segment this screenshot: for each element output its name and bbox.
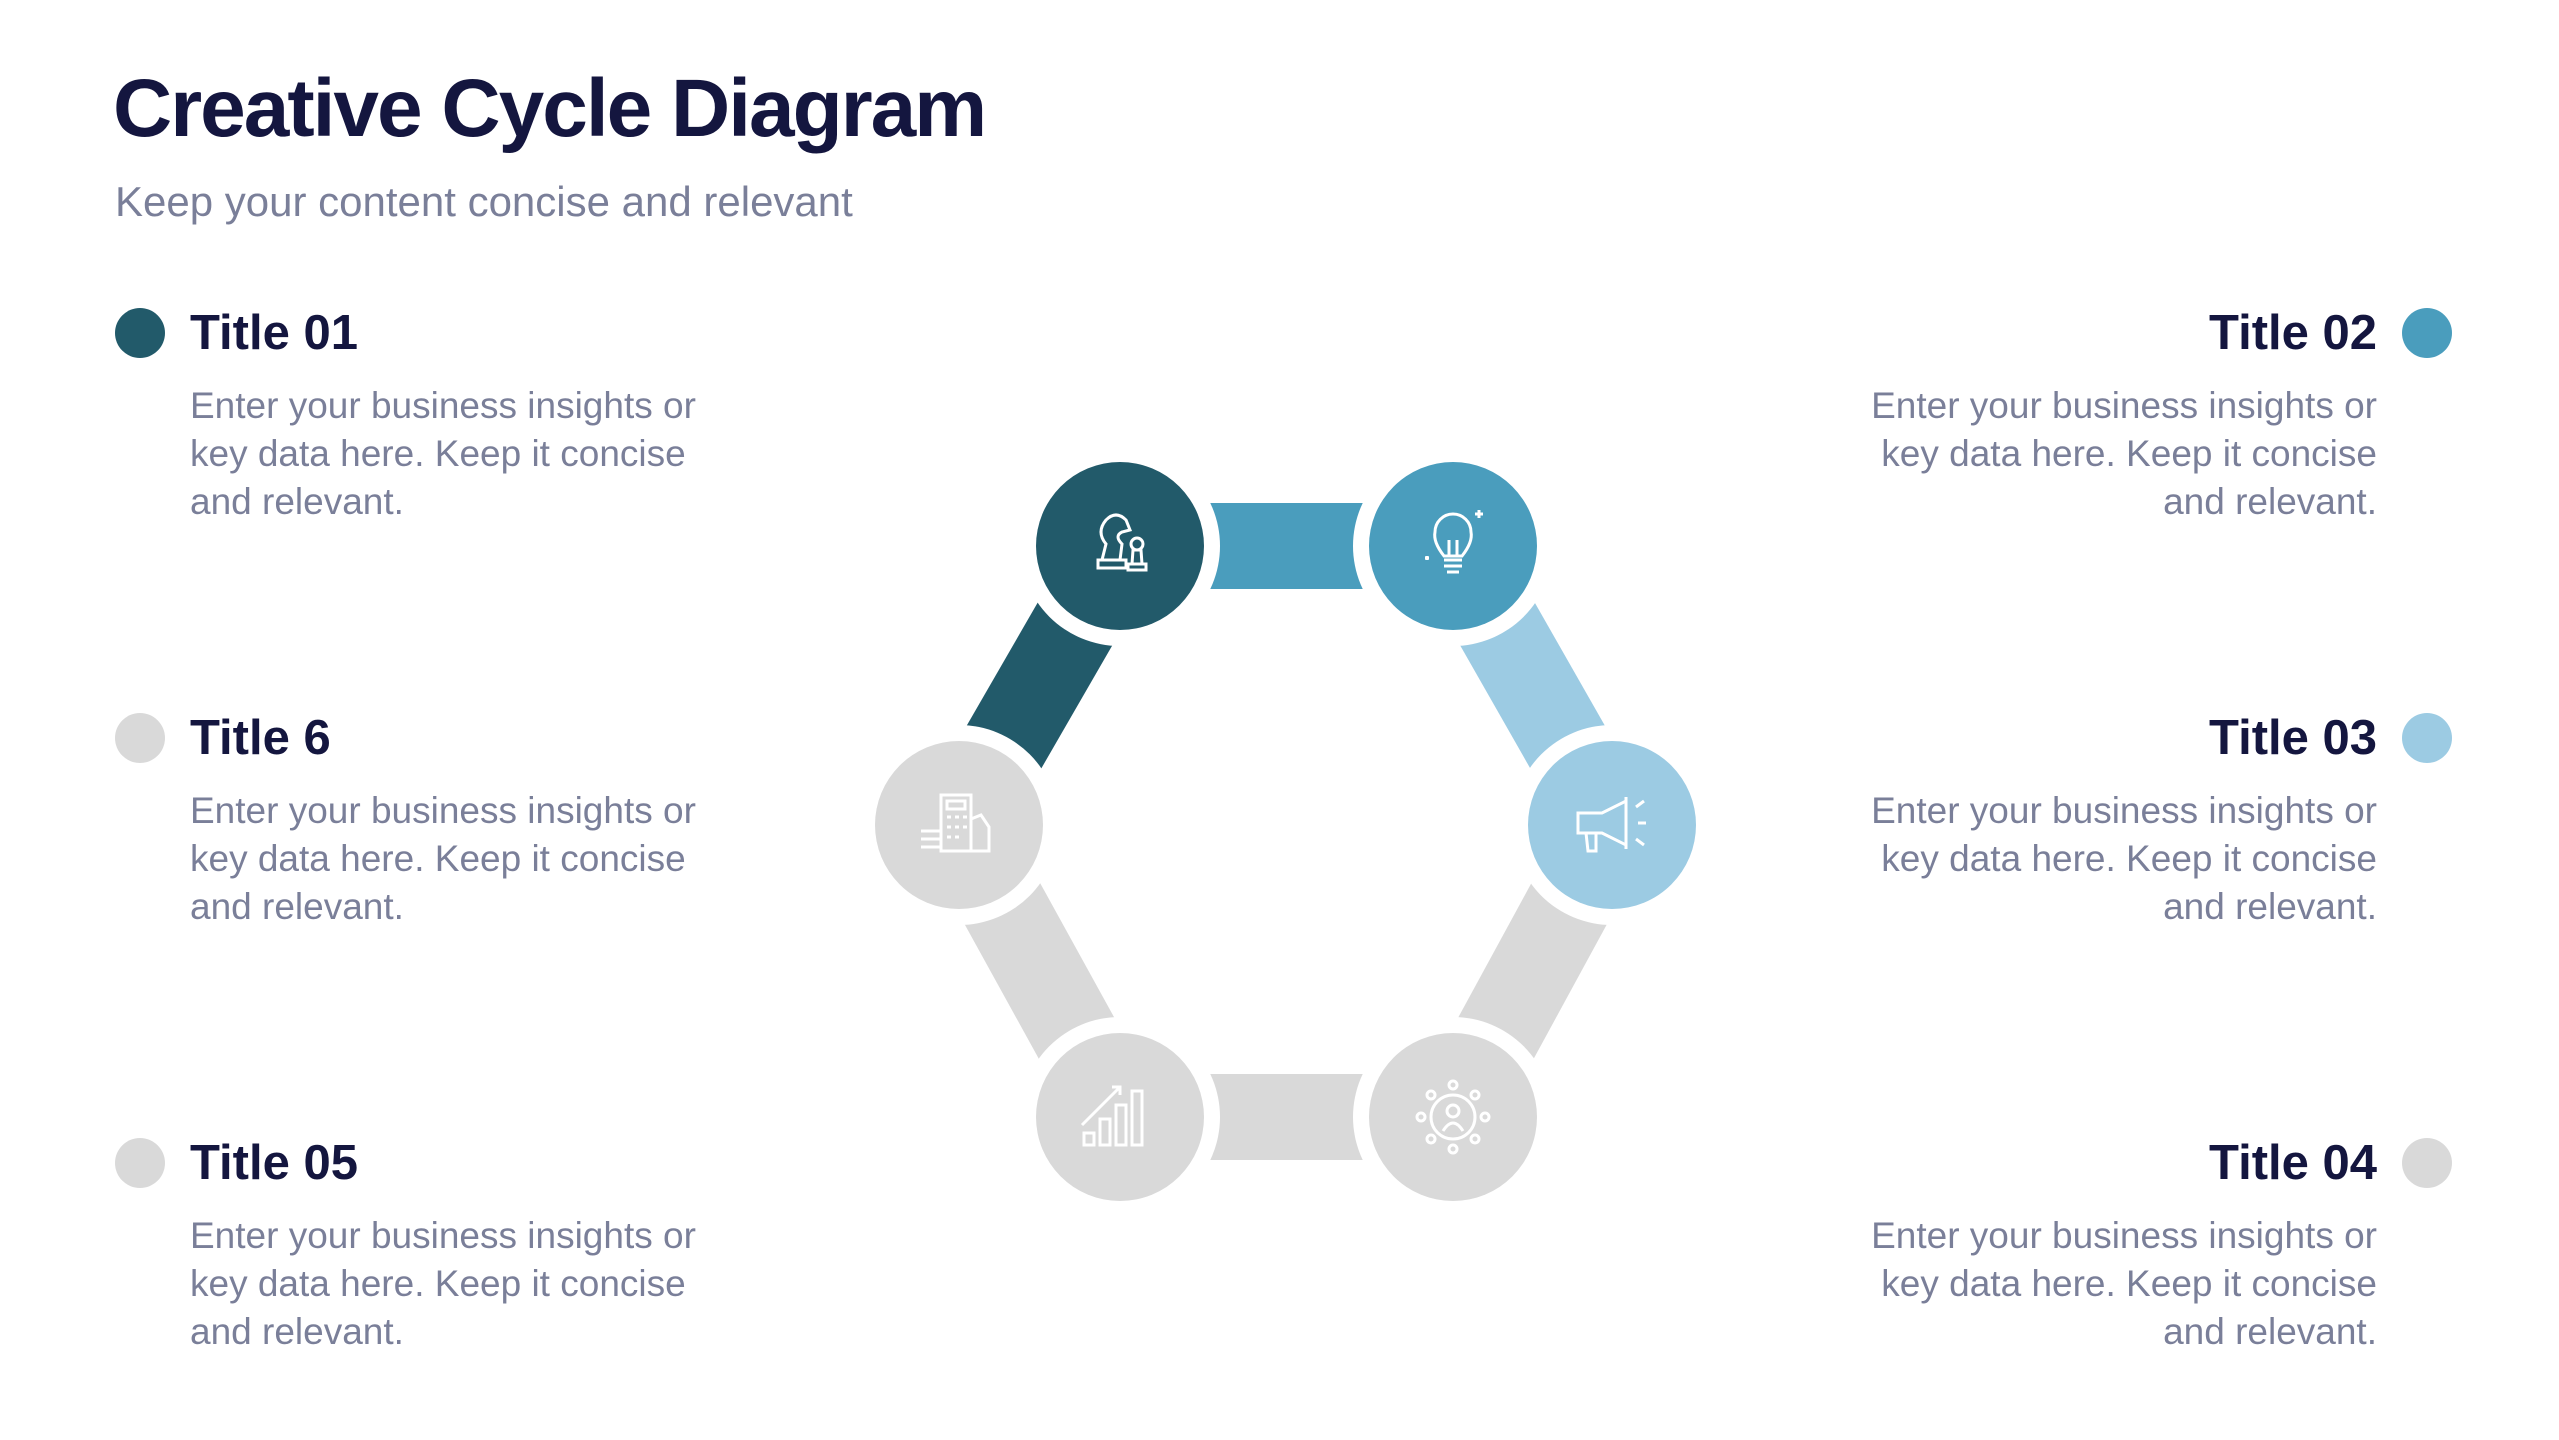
node-1: [1036, 462, 1204, 630]
page-subtitle: Keep your content concise and relevant: [115, 178, 853, 225]
node-2: [1369, 462, 1537, 630]
item-text: Enter your business insights or key data…: [190, 1215, 696, 1352]
node-3: [1528, 741, 1696, 909]
item-title-6: Title 6 Enter your business insights or …: [115, 707, 755, 931]
item-title-04: Title 04 Enter your business insights or…: [1812, 1132, 2452, 1356]
item-title: Title 6: [190, 711, 331, 765]
page-title: Creative Cycle Diagram: [113, 63, 987, 154]
network-person-icon: [1415, 1079, 1491, 1155]
bullet-dot: [2402, 308, 2452, 358]
item-text: Enter your business insights or key data…: [1871, 385, 2377, 522]
item-title: Title 04: [2209, 1136, 2377, 1190]
bullet-dot: [115, 713, 165, 763]
item-title: Title 05: [190, 1136, 358, 1190]
chess-knight-icon: [1096, 513, 1148, 572]
item-text: Enter your business insights or key data…: [190, 790, 696, 927]
item-text: Enter your business insights or key data…: [1871, 790, 2377, 927]
node-6: [875, 741, 1043, 909]
lightbulb-icon: [1425, 510, 1483, 574]
item-text: Enter your business insights or key data…: [190, 385, 696, 522]
node-5: [1036, 1033, 1204, 1201]
calculator-money-icon: [921, 793, 991, 853]
item-title: Title 03: [2209, 711, 2377, 765]
bullet-dot: [115, 308, 165, 358]
item-title-01: Title 01 Enter your business insights or…: [115, 302, 755, 526]
bullet-dot: [115, 1138, 165, 1188]
bar-chart-growth-icon: [1080, 1085, 1144, 1147]
bullet-dot: [2402, 713, 2452, 763]
item-title-03: Title 03 Enter your business insights or…: [1812, 707, 2452, 931]
item-title-05: Title 05 Enter your business insights or…: [115, 1132, 755, 1356]
item-title-02: Title 02 Enter your business insights or…: [1812, 302, 2452, 526]
item-text: Enter your business insights or key data…: [1871, 1215, 2377, 1352]
item-title: Title 02: [2209, 306, 2377, 360]
item-title: Title 01: [190, 306, 358, 360]
megaphone-icon: [1576, 797, 1646, 853]
bullet-dot: [2402, 1138, 2452, 1188]
node-4: [1369, 1033, 1537, 1201]
